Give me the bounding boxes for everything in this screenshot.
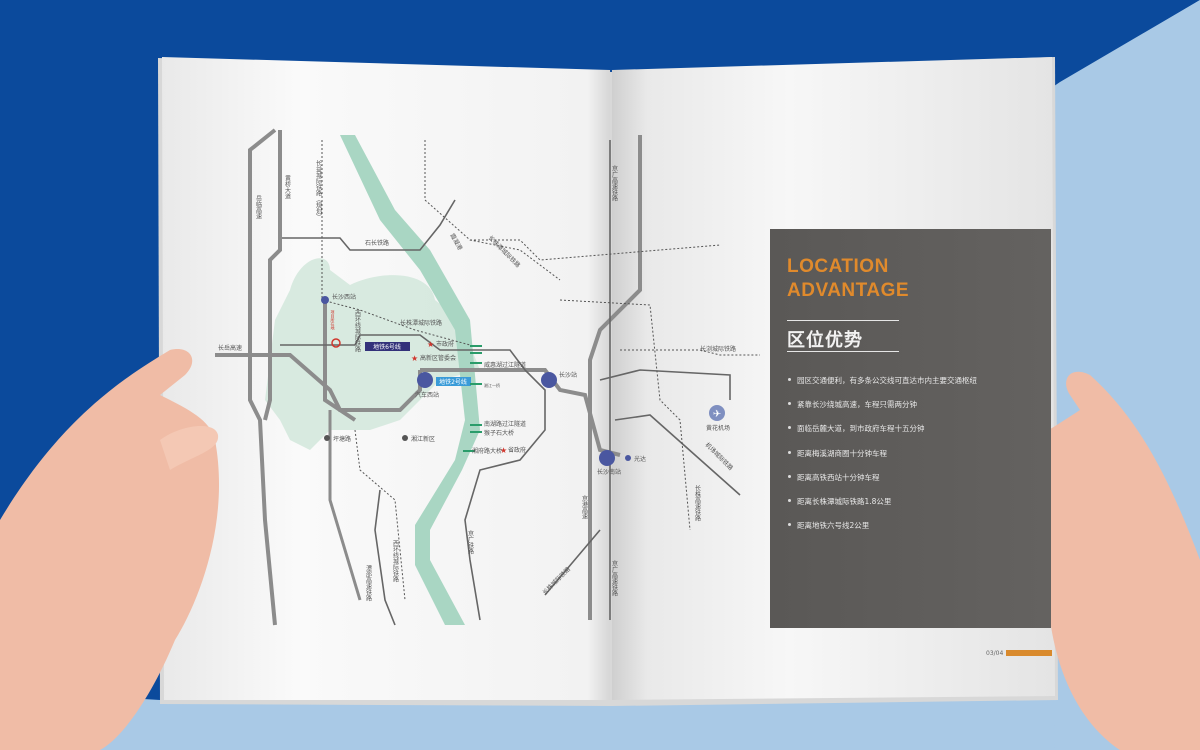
list-item: 距离地铁六号线2公里 bbox=[788, 520, 977, 544]
map-label: 潭邵高速铁路 bbox=[365, 564, 372, 602]
map-label: 黄桥大道 bbox=[284, 174, 291, 200]
list-item: 紧靠长沙绕城高速，车程只需两分钟 bbox=[788, 399, 977, 423]
location-pin-icon bbox=[331, 338, 341, 348]
map-label: 南湖路过江隧道 bbox=[484, 420, 526, 428]
train-station-icon bbox=[599, 450, 615, 466]
map-label: 汽车西站 bbox=[415, 391, 439, 399]
list-item: 面临岳麓大道，到市政府车程十五分钟 bbox=[788, 423, 977, 447]
station-icon bbox=[625, 455, 631, 461]
airplane-icon bbox=[709, 405, 725, 421]
advantage-list: 园区交通便利，有多条公交线可直达市内主要交通枢纽 紧靠长沙绕城高速，车程只需两分… bbox=[788, 375, 977, 544]
station-icon bbox=[321, 296, 329, 304]
map-label: 湘府路大桥 bbox=[472, 447, 502, 455]
divider bbox=[787, 351, 899, 352]
metro6-label: 地铁6号线 bbox=[373, 343, 401, 351]
divider bbox=[787, 320, 899, 321]
map-label: 岳临高速 bbox=[255, 195, 262, 220]
list-item: 距离梅溪湖商圈十分钟车程 bbox=[788, 448, 977, 472]
map-label: 长岳高速 bbox=[218, 344, 242, 352]
map-label: 湘江一桥 bbox=[484, 382, 500, 388]
page-accent-bar bbox=[1006, 650, 1052, 656]
left-thumb bbox=[160, 425, 219, 470]
bus-station-icon bbox=[417, 372, 433, 388]
title-line-1: LOCATION bbox=[787, 256, 889, 277]
metro2-label: 地铁2号线 bbox=[439, 378, 467, 386]
map-label: 黄花机场 bbox=[706, 424, 730, 432]
map-label: 长浏城际铁路 bbox=[700, 345, 736, 353]
panel-title-en: LOCATION ADVANTAGE bbox=[787, 255, 909, 303]
map-label: 西环线城际铁路 bbox=[354, 310, 361, 353]
map-label: 长沙南站 bbox=[597, 468, 621, 476]
map-label: 京广高速铁路 bbox=[611, 559, 618, 597]
map-label: 长株潭城际铁路 bbox=[400, 319, 442, 327]
map-label: 长沙西站 bbox=[332, 293, 356, 301]
list-item: 距离高铁西站十分钟车程 bbox=[788, 472, 977, 496]
map-label: 省政府 bbox=[508, 446, 526, 454]
map: 地铁6号线 地铁2号线 ✈ ★ ★ ★ 长岳高速 石长铁路 长株潭城际铁路 长浏… bbox=[215, 128, 760, 626]
map-label: 高新区管委会 bbox=[420, 354, 456, 362]
map-label: 坪塘路 bbox=[333, 435, 351, 443]
panel-title-cn: 区位优势 bbox=[787, 330, 863, 351]
list-item: 园区交通便利，有多条公交线可直达市内主要交通枢纽 bbox=[788, 375, 977, 399]
metro2-tag bbox=[436, 377, 471, 386]
map-label: 京广铁路 bbox=[467, 529, 474, 555]
map-label: 长株高速铁路 bbox=[694, 484, 701, 522]
map-label: 市政府 bbox=[436, 340, 454, 348]
map-label: 湘江新区 bbox=[411, 435, 435, 443]
map-label: 猴子石大桥 bbox=[484, 429, 514, 437]
star-icon: ★ bbox=[427, 340, 434, 349]
train-station-icon bbox=[541, 372, 557, 388]
map-label: 石长铁路 bbox=[365, 239, 389, 247]
map-label: 京港高速 bbox=[581, 494, 588, 520]
map-label: 光达 bbox=[634, 455, 646, 463]
list-item: 距离长株潭城际铁路1.8公里 bbox=[788, 496, 977, 520]
map-label: 长益城际铁路（规划） bbox=[315, 159, 322, 220]
title-line-2: ADVANTAGE bbox=[787, 280, 910, 301]
map-label: 西环线城际铁路 bbox=[392, 540, 399, 583]
star-icon: ★ bbox=[500, 446, 507, 455]
star-icon: ★ bbox=[411, 354, 418, 363]
metro6-tag bbox=[365, 342, 410, 351]
map-label: 项目所在地 bbox=[331, 309, 336, 330]
map-label: 京广高速铁路 bbox=[611, 164, 618, 202]
location-advantage-panel: LOCATION ADVANTAGE 区位优势 园区交通便利，有多条公交线可直达… bbox=[770, 229, 1051, 628]
svg-text:✈: ✈ bbox=[713, 409, 721, 420]
map-label: 威惠湖过江隧道 bbox=[484, 361, 526, 369]
map-label: 长沙站 bbox=[559, 371, 577, 379]
page-number: 03/04 bbox=[986, 650, 1004, 657]
